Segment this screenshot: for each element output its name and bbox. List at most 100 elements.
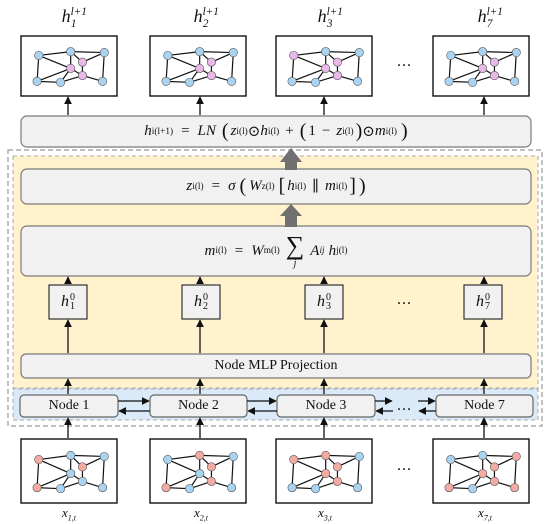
blue-panel-border: [12, 387, 539, 421]
update-h: h: [260, 123, 268, 139]
h0-3-base: h: [317, 293, 325, 310]
ellipsis-bottom: ...: [397, 457, 412, 474]
yellow-panel-border: [12, 155, 539, 390]
output-graph-2-node-4: [206, 57, 216, 67]
input-graph-7-node-0: [446, 455, 456, 465]
output-graph-3-node-1: [321, 47, 331, 57]
gate-w-sup: (l): [265, 181, 275, 192]
input-graph-7-edge-9: [448, 459, 452, 488]
input-graph-2-node-2: [228, 451, 238, 461]
output-graph-1-node-6: [32, 76, 42, 86]
update-z2-sub: i: [342, 126, 345, 137]
output-graph-2-edge-1: [199, 51, 234, 54]
h0-box-2: [181, 284, 221, 320]
output-graph-2-node-5: [206, 71, 216, 81]
output-graph-2-node-3: [195, 63, 205, 73]
input-graph-3-node-1: [321, 450, 331, 460]
top-label-3-sub: 3: [326, 17, 333, 30]
output-graph-1-node-0: [34, 50, 44, 60]
input-graph-1-node-5: [77, 476, 87, 486]
bottom-label-2-sub: 2,t: [199, 513, 209, 523]
input-graph-3-node-6: [287, 483, 297, 493]
gate-m-sup: (l): [338, 181, 348, 192]
input-graph-7-node-5: [489, 476, 499, 486]
output-graph-1: [20, 35, 118, 97]
output-graph-7-node-8: [510, 76, 520, 86]
input-graph-2-edge-0: [167, 454, 200, 461]
input-graph-7-node-7: [468, 484, 478, 494]
input-graph-2-node-8: [227, 483, 237, 493]
output-graph-1-node-2: [99, 48, 109, 58]
top-label-1-sub: 1: [70, 17, 77, 30]
update-rparen-2: ): [355, 120, 363, 142]
output-graph-3-node-6: [287, 76, 297, 86]
top-label-7-sub: 7: [486, 17, 493, 30]
input-graph-2-node-6: [161, 483, 171, 493]
input-graph-7: [432, 438, 530, 504]
output-graph-3-edge-13: [357, 52, 360, 82]
update-lhs-sup: (l+1): [154, 126, 174, 137]
update-h-sub: i: [267, 126, 271, 137]
gate-rparen: ): [358, 175, 366, 197]
h0-box-7: [463, 284, 503, 320]
update-z: z: [230, 123, 237, 139]
input-graph-7-edge-14: [448, 473, 483, 489]
output-graph-7-node-3: [478, 63, 488, 73]
input-graph-1-edge-1: [70, 454, 105, 458]
output-graph-1-edge-0: [38, 51, 71, 57]
output-graph-2-node-2: [228, 48, 238, 58]
gate-lhs-sub: i: [192, 181, 195, 192]
node-box-7: [435, 394, 534, 418]
input-graph-3-edge-2: [293, 459, 326, 475]
input-graph-3-node-0: [289, 455, 299, 465]
update-formula-box: [20, 115, 532, 148]
bottom-label-3: x3,t: [306, 506, 344, 523]
output-graph-3-edge-0: [293, 51, 326, 57]
top-label-2: hl+12: [184, 6, 219, 30]
ellipsis-top: ...: [397, 53, 412, 70]
output-graph-7-edge-2: [450, 54, 483, 69]
gate-lhs-sup: (l): [194, 181, 204, 192]
node-box-2: [149, 394, 248, 418]
update-rparen: ): [401, 120, 408, 142]
node-link-arrows: [118, 397, 436, 415]
h0-1-sub: 1: [70, 301, 75, 312]
output-graph-3-node-7: [311, 77, 321, 87]
bottom-label-2-base: x: [193, 505, 200, 520]
h0-7-base: h: [476, 293, 484, 310]
node-label-1: Node 1: [48, 398, 90, 413]
input-graph-7-edge-2: [450, 459, 483, 475]
top-label-3: hl+13: [308, 6, 343, 30]
output-graph-2-node-1: [195, 47, 205, 57]
message-h: h: [328, 242, 337, 259]
message-sum-sub: j: [293, 258, 297, 269]
update-odot-1: ⊙: [247, 124, 261, 140]
input-graph-3-edge-13: [357, 456, 360, 488]
message-lhs: m: [204, 242, 216, 259]
message-formula-box: [20, 225, 532, 277]
input-graph-1-edge-9: [36, 459, 40, 488]
gray-arrow-gate-to-update: [280, 148, 302, 170]
output-graph-1-node-4: [77, 57, 87, 67]
update-z-sup: (l): [239, 126, 248, 137]
h0-3-sub: 3: [326, 301, 331, 312]
input-graph-3-edge-1: [325, 454, 360, 458]
input-graph-7-edge-13: [514, 456, 517, 488]
gate-lparen: (: [239, 175, 247, 197]
output-graph-3-edge-14: [291, 67, 326, 82]
input-graph-3-node-8: [353, 483, 363, 493]
message-a: A: [310, 242, 320, 259]
message-lhs-sup: (l): [217, 246, 227, 256]
h0-1-base: h: [61, 293, 69, 310]
input-graph-7-node-8: [510, 483, 520, 493]
gate-eq: =: [211, 178, 221, 194]
input-graph-2-node-7: [185, 484, 195, 494]
message-h-sup: (l): [338, 246, 348, 256]
top-label-1-base: h: [61, 6, 71, 26]
output-graph-7-edge-14: [448, 67, 483, 82]
top-label-1: hl+11: [52, 6, 87, 30]
